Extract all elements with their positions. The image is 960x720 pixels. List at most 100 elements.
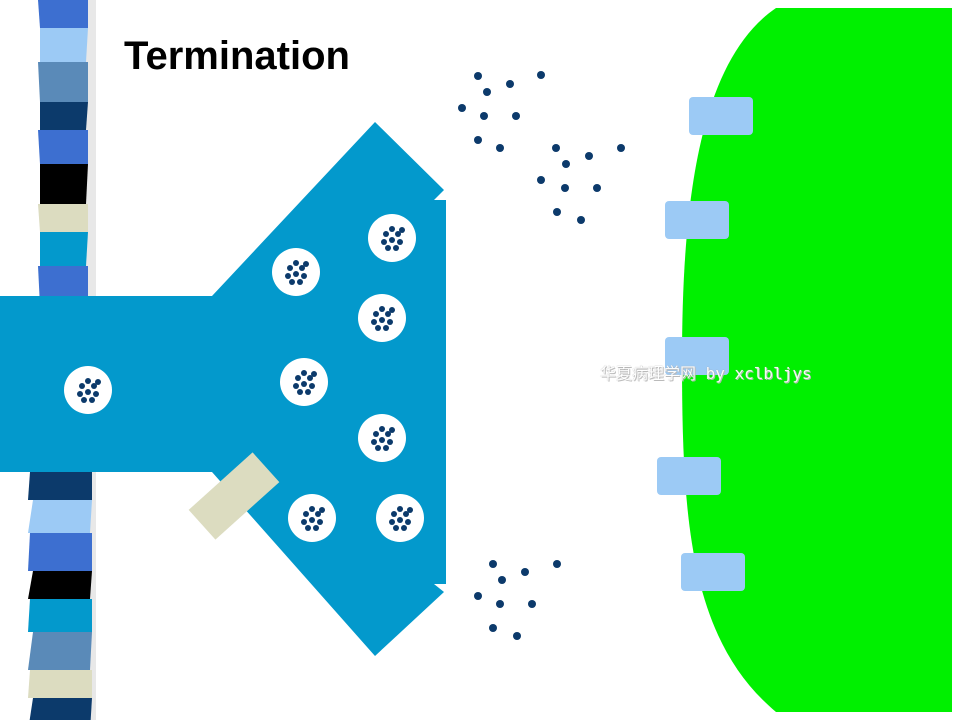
neurotransmitter-dot — [512, 112, 520, 120]
neurotransmitter-dot — [577, 216, 585, 224]
stripe-band — [40, 102, 88, 130]
neurotransmitter-dot — [513, 632, 521, 640]
neurotransmitter-dot — [313, 525, 319, 531]
neurotransmitter-dot — [506, 80, 514, 88]
neurotransmitter-dot — [407, 507, 413, 513]
neurotransmitter-dot — [383, 325, 389, 331]
neurotransmitter-dot — [297, 389, 303, 395]
neurotransmitter-dot — [489, 624, 497, 632]
vesicle-icon — [288, 494, 336, 542]
neurotransmitter-dot — [319, 507, 325, 513]
neurotransmitter-dot — [77, 391, 83, 397]
neurotransmitter-dot — [293, 260, 299, 266]
vesicle-icon — [272, 248, 320, 296]
neurotransmitter-dot — [379, 426, 385, 432]
neurotransmitter-dot — [474, 72, 482, 80]
stripe-band — [28, 533, 92, 571]
stripe-band — [40, 232, 88, 266]
neurotransmitter-dot — [309, 506, 315, 512]
neurotransmitter-dot — [399, 227, 405, 233]
neurotransmitter-dot — [309, 383, 315, 389]
stripe-band — [28, 670, 92, 698]
neurotransmitter-dot — [379, 437, 385, 443]
neurotransmitter-dot — [371, 319, 377, 325]
neurotransmitter-dot — [405, 519, 411, 525]
neurotransmitter-dot — [379, 317, 385, 323]
neurotransmitter-dot — [371, 439, 377, 445]
receptor-icon — [665, 201, 729, 239]
neurotransmitter-dot — [585, 152, 593, 160]
neurotransmitter-dot — [287, 265, 293, 271]
receptor-group — [657, 97, 753, 591]
neurotransmitter-dot — [389, 519, 395, 525]
neurotransmitter-dot — [301, 370, 307, 376]
neurotransmitter-dot — [391, 511, 397, 517]
neurotransmitter-dot — [305, 525, 311, 531]
neurotransmitter-dot — [480, 112, 488, 120]
neurotransmitter-dot — [373, 431, 379, 437]
stripe-band — [29, 698, 92, 720]
neurotransmitter-dot — [383, 445, 389, 451]
stripe-band — [28, 571, 92, 599]
neurotransmitter-dot — [293, 271, 299, 277]
neurotransmitter-cluster — [458, 71, 625, 640]
neurotransmitter-dot — [375, 325, 381, 331]
neurotransmitter-dot — [305, 389, 311, 395]
postsynaptic-membrane — [682, 8, 952, 712]
neurotransmitter-dot — [89, 397, 95, 403]
neurotransmitter-dot — [285, 273, 291, 279]
stripe-band — [40, 164, 88, 204]
neurotransmitter-dot — [562, 160, 570, 168]
vesicle-icon — [358, 294, 406, 342]
vesicle-icon — [64, 366, 112, 414]
neurotransmitter-dot — [395, 231, 401, 237]
receptor-icon — [657, 457, 721, 495]
neurotransmitter-dot — [397, 239, 403, 245]
neurotransmitter-dot — [593, 184, 601, 192]
neurotransmitter-dot — [385, 245, 391, 251]
neurotransmitter-dot — [489, 560, 497, 568]
neurotransmitter-dot — [95, 379, 101, 385]
neurotransmitter-dot — [385, 431, 391, 437]
stripe-band — [38, 204, 88, 232]
neurotransmitter-dot — [315, 511, 321, 517]
stripe-band — [38, 62, 88, 102]
neurotransmitter-dot — [293, 383, 299, 389]
neurotransmitter-dot — [389, 427, 395, 433]
neurotransmitter-dot — [311, 371, 317, 377]
neurotransmitter-dot — [389, 226, 395, 232]
neurotransmitter-dot — [301, 381, 307, 387]
stripe-band — [28, 500, 92, 533]
neurotransmitter-dot — [389, 307, 395, 313]
neurotransmitter-dot — [381, 239, 387, 245]
neurotransmitter-dot — [373, 311, 379, 317]
stripe-band — [38, 0, 88, 28]
vesicle-group — [64, 214, 424, 542]
neurotransmitter-dot — [561, 184, 569, 192]
neurotransmitter-dot — [474, 592, 482, 600]
enzyme-icon — [188, 452, 280, 540]
neurotransmitter-dot — [528, 600, 536, 608]
neurotransmitter-dot — [385, 311, 391, 317]
neurotransmitter-dot — [85, 389, 91, 395]
neurotransmitter-dot — [553, 208, 561, 216]
neurotransmitter-dot — [307, 375, 313, 381]
neurotransmitter-dot — [393, 525, 399, 531]
neurotransmitter-dot — [79, 383, 85, 389]
watermark-text: 华夏病理学网 by xclbljys — [600, 364, 812, 383]
neurotransmitter-dot — [93, 391, 99, 397]
neurotransmitter-dot — [295, 375, 301, 381]
neurotransmitter-dot — [403, 511, 409, 517]
neurotransmitter-dot — [297, 279, 303, 285]
neurotransmitter-dot — [389, 237, 395, 243]
neurotransmitter-dot — [91, 383, 97, 389]
neurotransmitter-dot — [553, 560, 561, 568]
stripe-band — [28, 472, 92, 500]
neurotransmitter-dot — [483, 88, 491, 96]
decorative-stripe-border — [28, 0, 96, 720]
neurotransmitter-dot — [521, 568, 529, 576]
neurotransmitter-dot — [387, 439, 393, 445]
neurotransmitter-dot — [397, 506, 403, 512]
neurotransmitter-dot — [387, 319, 393, 325]
neurotransmitter-dot — [393, 245, 399, 251]
